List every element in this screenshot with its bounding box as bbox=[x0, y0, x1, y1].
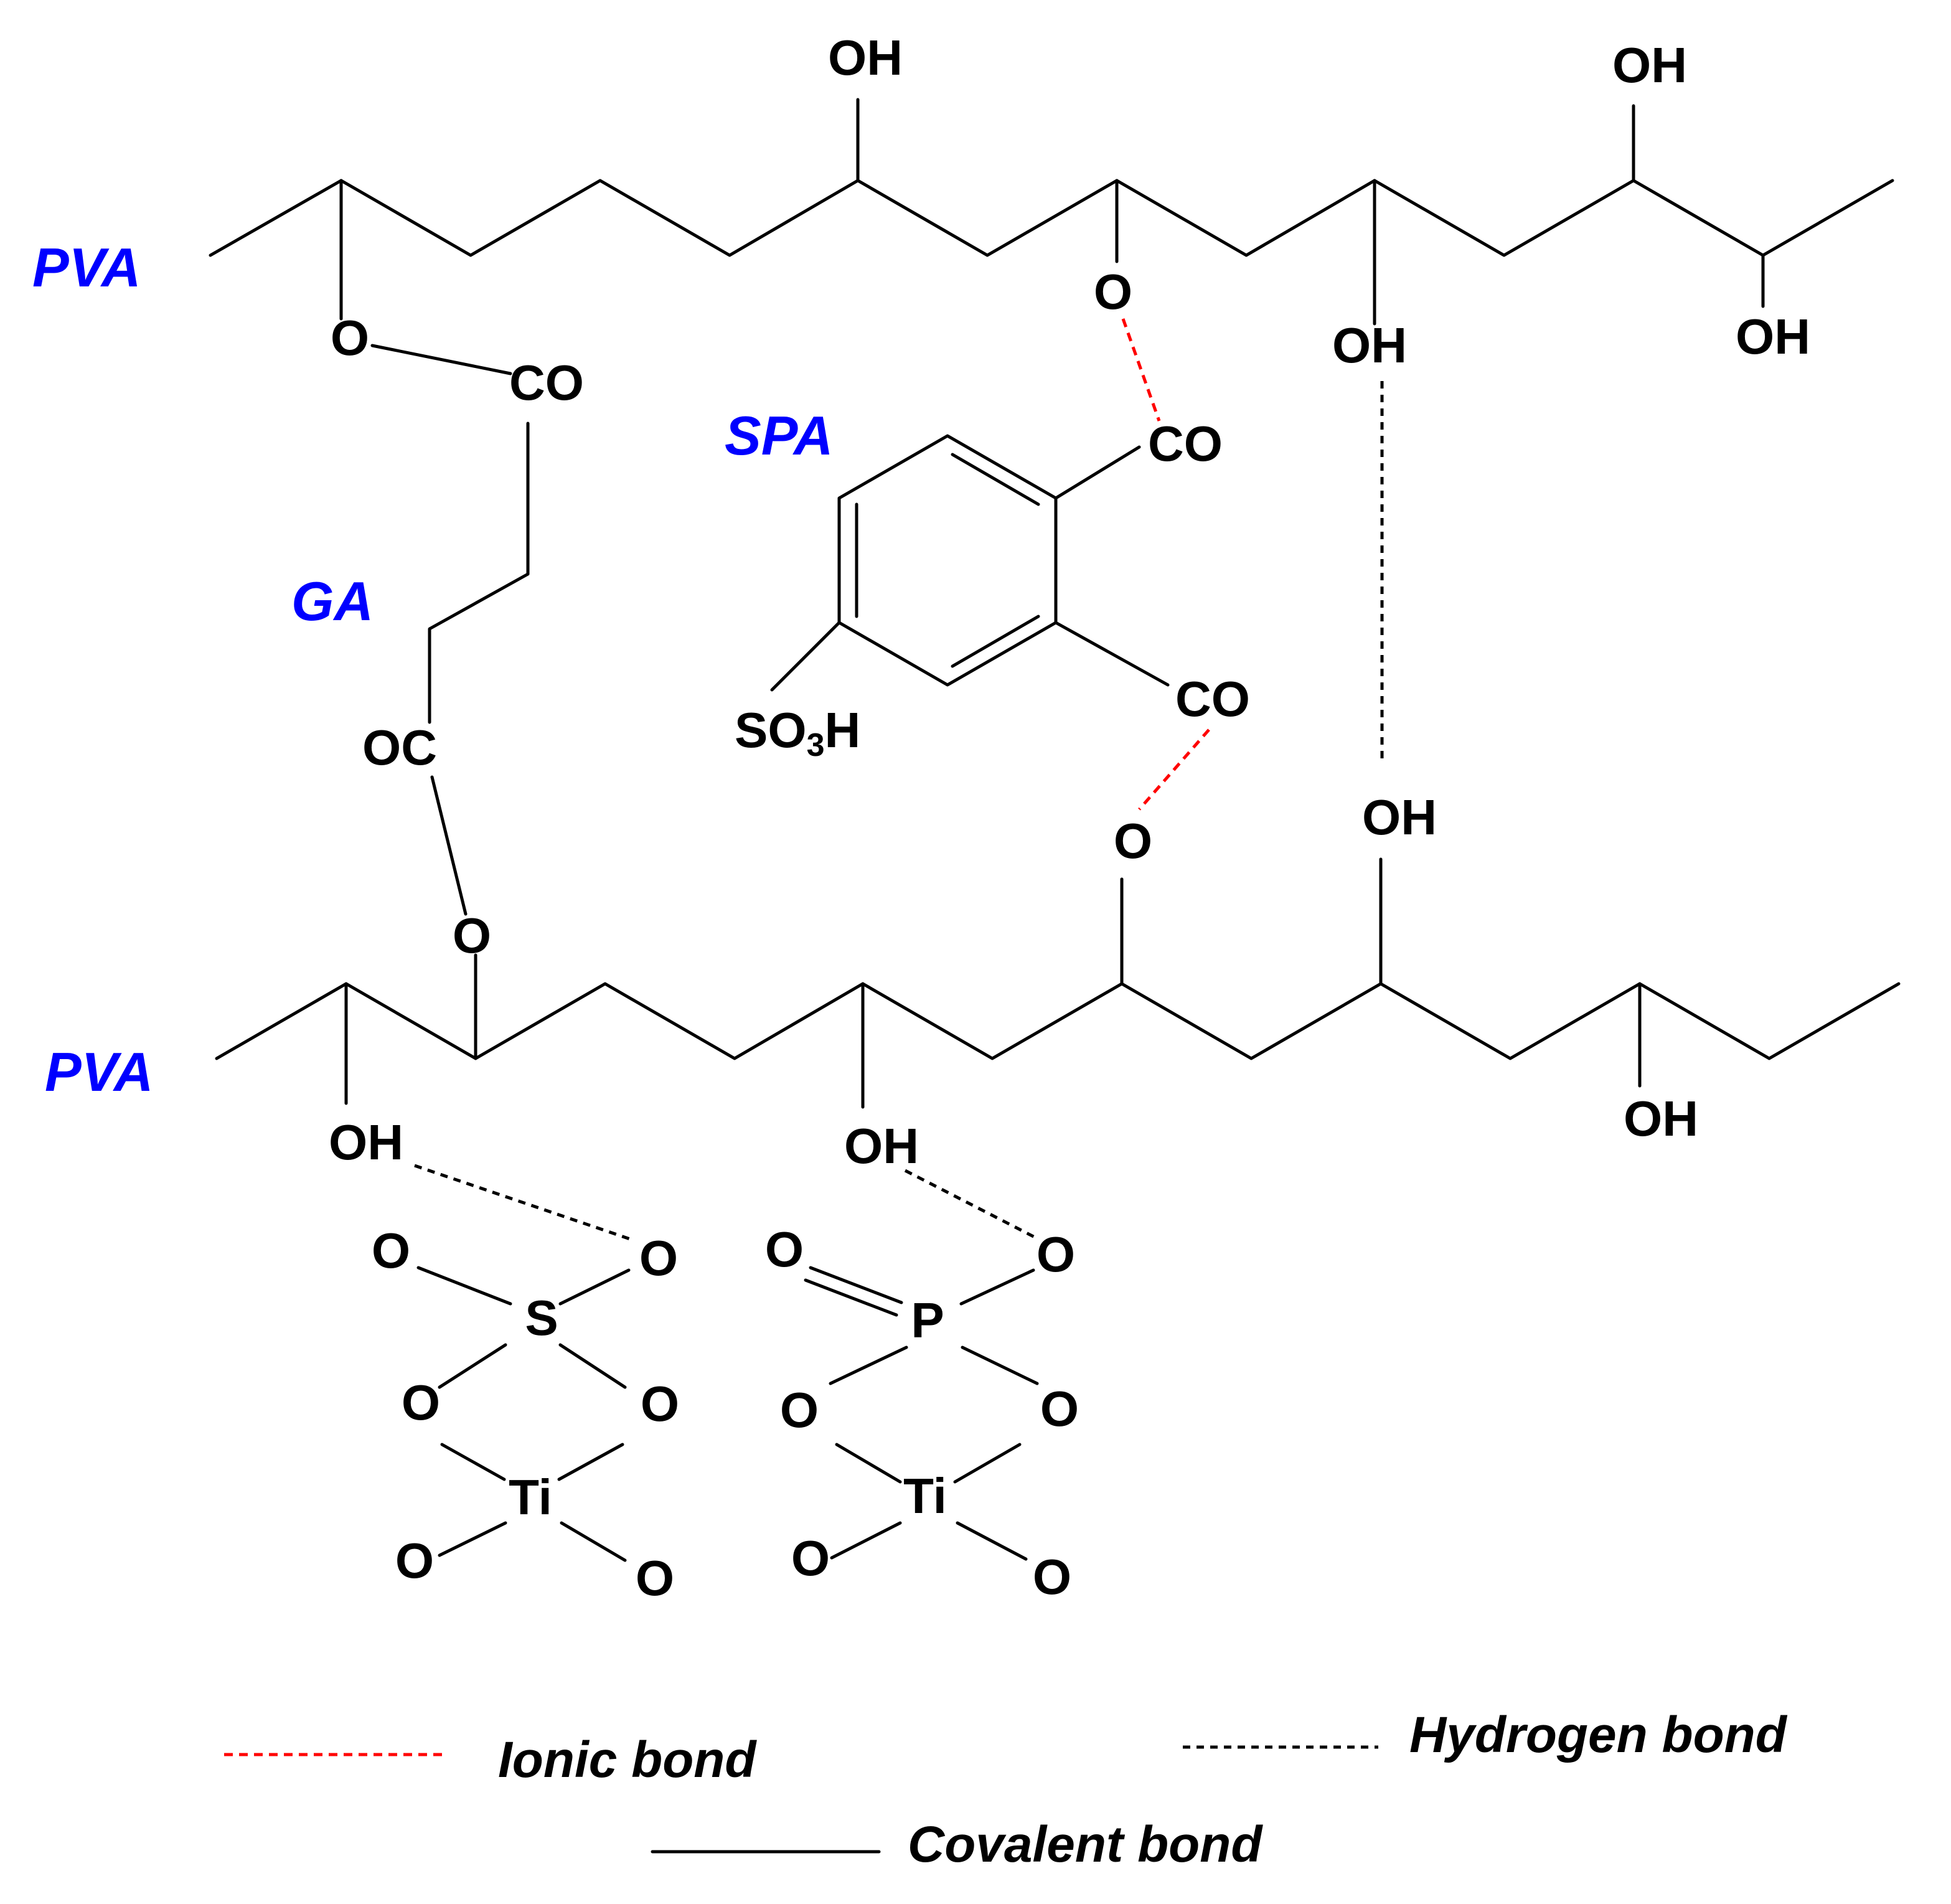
pva-top-o-left: O bbox=[331, 310, 369, 365]
ti1-bond-ur bbox=[557, 1443, 624, 1481]
sulfate-bond-ul bbox=[416, 1266, 512, 1306]
ti2-bond-ll bbox=[830, 1521, 902, 1560]
label-spa: SPA bbox=[725, 405, 833, 466]
sulfate-o-lr: O bbox=[641, 1376, 679, 1431]
spa-so3h: SO3H bbox=[735, 702, 860, 763]
hydrogen-bond-pva-phosphate bbox=[904, 1169, 1040, 1241]
ga-bond-o-co bbox=[370, 344, 512, 375]
phosphate-o-ul: O bbox=[765, 1222, 804, 1277]
pva-top-o-mid: O bbox=[1094, 264, 1132, 319]
phosphated-titania: O O P O O Ti O O bbox=[765, 1222, 1079, 1605]
pva-top-oh-4: OH bbox=[1736, 309, 1810, 364]
sulfate-bond-ur bbox=[558, 1268, 631, 1306]
ga-bond-oc-o bbox=[430, 775, 468, 916]
phosphate-o-ur: O bbox=[1037, 1227, 1075, 1282]
pva-top-oh-2: OH bbox=[1612, 37, 1687, 93]
sulfate-o-ur: O bbox=[639, 1230, 678, 1286]
spa-ring-double-1 bbox=[951, 453, 1040, 506]
sulfate-o-ul: O bbox=[372, 1223, 410, 1278]
sulfate-bond-lr bbox=[558, 1343, 627, 1389]
phosphate-double-1 bbox=[809, 1266, 903, 1304]
ti2-bond-ur bbox=[953, 1443, 1022, 1484]
ga-crosslink: CO OC bbox=[362, 344, 584, 916]
spa-ring-double-2 bbox=[951, 615, 1040, 668]
pva-bottom-o-spa: O bbox=[1114, 813, 1152, 869]
sulfate-s: S bbox=[525, 1290, 558, 1346]
ti-1: Ti bbox=[509, 1469, 552, 1525]
ionic-bond-lower bbox=[1138, 728, 1210, 811]
pva-bottom-oh-3: OH bbox=[844, 1118, 919, 1174]
ti-2: Ti bbox=[903, 1468, 947, 1524]
phosphate-p: P bbox=[911, 1293, 944, 1348]
phosphate-o-ll: O bbox=[780, 1382, 819, 1438]
spa-co-lower: CO bbox=[1175, 671, 1250, 727]
spa-bond-so3h bbox=[770, 621, 841, 692]
label-pva-top: PVA bbox=[32, 237, 141, 298]
spa-bond-co-upper bbox=[1054, 445, 1141, 500]
legend-ionic-label: Ionic bond bbox=[498, 1732, 757, 1788]
label-pva-bottom: PVA bbox=[45, 1041, 153, 1103]
ga-co: CO bbox=[509, 355, 584, 410]
ti2-o-ll: O bbox=[791, 1530, 830, 1586]
phosphate-bond-ll bbox=[829, 1346, 908, 1385]
sulfate-bond-ll bbox=[438, 1343, 507, 1389]
pva-bottom-chain: O O OH OH OH OH bbox=[215, 789, 1901, 1174]
pva-bottom-oh-1: OH bbox=[1362, 789, 1437, 845]
hydrogen-bond-pva-sulfate bbox=[414, 1164, 631, 1241]
legend-hydrogen-label: Hydrogen bond bbox=[1409, 1707, 1788, 1763]
ti1-bond-lr bbox=[560, 1521, 627, 1562]
pva-top-oh-1: OH bbox=[828, 30, 903, 85]
legend-covalent-label: Covalent bond bbox=[908, 1816, 1263, 1873]
phosphate-bond-ur bbox=[959, 1268, 1035, 1306]
sulfate-o-ll: O bbox=[402, 1375, 440, 1430]
ti2-bond-lr bbox=[956, 1521, 1028, 1561]
ti2-bond-ul bbox=[835, 1443, 902, 1484]
spa-benzene-ring bbox=[837, 434, 1058, 687]
phosphate-o-lr: O bbox=[1040, 1381, 1079, 1436]
phosphate-double-2 bbox=[804, 1278, 898, 1317]
ti1-o-lr: O bbox=[636, 1550, 674, 1606]
ti2-o-lr: O bbox=[1033, 1549, 1071, 1605]
spa-bond-co-lower bbox=[1054, 621, 1170, 687]
ti1-o-ll: O bbox=[395, 1533, 434, 1588]
pva-bottom-backbone bbox=[215, 982, 1901, 1060]
label-ga: GA bbox=[291, 570, 374, 632]
ga-chain bbox=[428, 422, 530, 724]
ga-oc: OC bbox=[362, 720, 437, 775]
ti1-bond-ll bbox=[438, 1521, 507, 1557]
pva-bottom-oh-2: OH bbox=[329, 1115, 403, 1170]
pva-top-chain: OH OH OH OH O O bbox=[209, 30, 1894, 373]
spa-co-upper: CO bbox=[1148, 416, 1223, 471]
ti1-bond-ul bbox=[440, 1443, 506, 1481]
pva-top-oh-3: OH bbox=[1332, 318, 1407, 373]
sulfated-titania: O O S O O Ti O O bbox=[372, 1223, 679, 1606]
pva-top-backbone bbox=[209, 179, 1894, 257]
spa-molecule: CO CO SO3H bbox=[735, 416, 1250, 763]
phosphate-bond-lr bbox=[961, 1346, 1039, 1385]
ionic-bond-upper bbox=[1121, 318, 1161, 422]
pva-bottom-oh-4: OH bbox=[1624, 1091, 1698, 1146]
legend: Ionic bond Hydrogen bond Covalent bond bbox=[224, 1707, 1788, 1873]
pva-bottom-o-ga: O bbox=[453, 908, 491, 963]
